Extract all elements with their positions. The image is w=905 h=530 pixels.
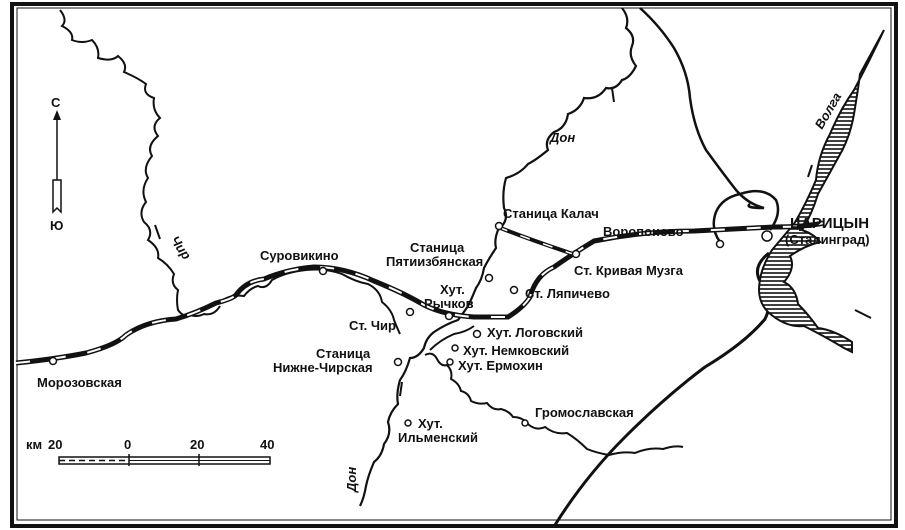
station-st-chir[interactable] [405, 307, 415, 317]
label-st-chir: Ст. Чир [349, 318, 396, 333]
station-pyatiizbyanskaya[interactable] [484, 273, 494, 283]
scale-unit: км [26, 437, 42, 452]
scale-tick-3: 40 [260, 437, 274, 452]
label-nemkovsky: Хут. Немковский [463, 343, 569, 358]
station-voroponovo[interactable] [715, 239, 725, 249]
label-krivaya-muzga: Ст. Кривая Музга [574, 263, 684, 278]
compass-south: Ю [50, 218, 63, 233]
river-don-arrow-icon [611, 87, 615, 103]
label-pyatiizbyanskaya-1: Станица [410, 240, 465, 255]
station-logovsky[interactable] [472, 329, 482, 339]
compass: С Ю [50, 95, 63, 233]
label-river-don-south: Дон [344, 467, 359, 493]
station-ilmensky[interactable] [404, 419, 412, 427]
label-tsaritsyn: ЦАРИЦЫН [790, 215, 869, 232]
compass-north: С [51, 95, 61, 110]
station-surovikino[interactable] [318, 266, 328, 276]
river-volga-arrow-icon [807, 164, 813, 178]
label-nizhne-chirskaya-1: Станица [316, 346, 371, 361]
station-nizhne-chirskaya[interactable] [393, 357, 403, 367]
scale-tick-2: 20 [190, 437, 204, 452]
station-morozovskaya[interactable] [48, 356, 58, 366]
label-rychkov-2: Рычков [424, 296, 474, 311]
scale-bar: км 20 0 20 40 [26, 437, 274, 466]
station-lyapichevo[interactable] [509, 285, 519, 295]
river-north [639, 7, 765, 210]
station-kalach[interactable] [494, 221, 504, 231]
label-nizhne-chirskaya-2: Нижне-Чирская [273, 360, 373, 375]
label-river-chir: Чир [168, 233, 195, 262]
label-river-don: Дон [549, 130, 575, 145]
label-lyapichevo: Ст. Ляпичево [525, 286, 610, 301]
river-tributary [424, 352, 684, 457]
label-surovikino: Суровикино [260, 248, 339, 263]
station-ermokhin[interactable] [446, 358, 454, 366]
station-markers [48, 221, 773, 427]
label-ilmensky-1: Хут. [418, 416, 443, 431]
station-krivaya-muzga[interactable] [571, 249, 581, 259]
label-ilmensky-2: Ильменский [398, 430, 478, 445]
label-morozovskaya: Морозовская [37, 375, 122, 390]
label-ermokhin: Хут. Ермохин [458, 358, 543, 373]
river-don-south-arrow-icon [399, 381, 403, 397]
river-chir [59, 9, 221, 317]
label-gromoslavskaya: Громославская [535, 405, 634, 420]
label-stalingrad: (Сталинград) [785, 232, 870, 247]
station-nemkovsky[interactable] [451, 344, 459, 352]
south-arrow-icon [52, 179, 62, 214]
scale-tick-1: 0 [124, 437, 131, 452]
station-gromoslavskaya[interactable] [521, 419, 529, 427]
label-pyatiizbyanskaya-2: Пятиизбянская [386, 254, 483, 269]
railway-kalach-branch [497, 225, 577, 257]
river-branch [429, 325, 475, 351]
station-rychkov[interactable] [444, 311, 454, 321]
scale-tick-0: 20 [48, 437, 62, 452]
river-volga-arrow-2-icon [854, 309, 872, 319]
map-frame [10, 2, 898, 528]
north-arrow-icon [53, 110, 61, 120]
river-chir-arrow-icon [154, 224, 161, 240]
label-rychkov-1: Хут. [440, 282, 465, 297]
railway-main [15, 220, 825, 366]
label-logovsky: Хут. Логовский [487, 325, 583, 340]
loop [712, 189, 780, 243]
river-volga [758, 29, 885, 354]
label-kalach: Станица Калач [503, 206, 599, 221]
city-tsaritsyn[interactable] [761, 230, 773, 242]
label-voroponovo: Воропоново [603, 224, 684, 239]
